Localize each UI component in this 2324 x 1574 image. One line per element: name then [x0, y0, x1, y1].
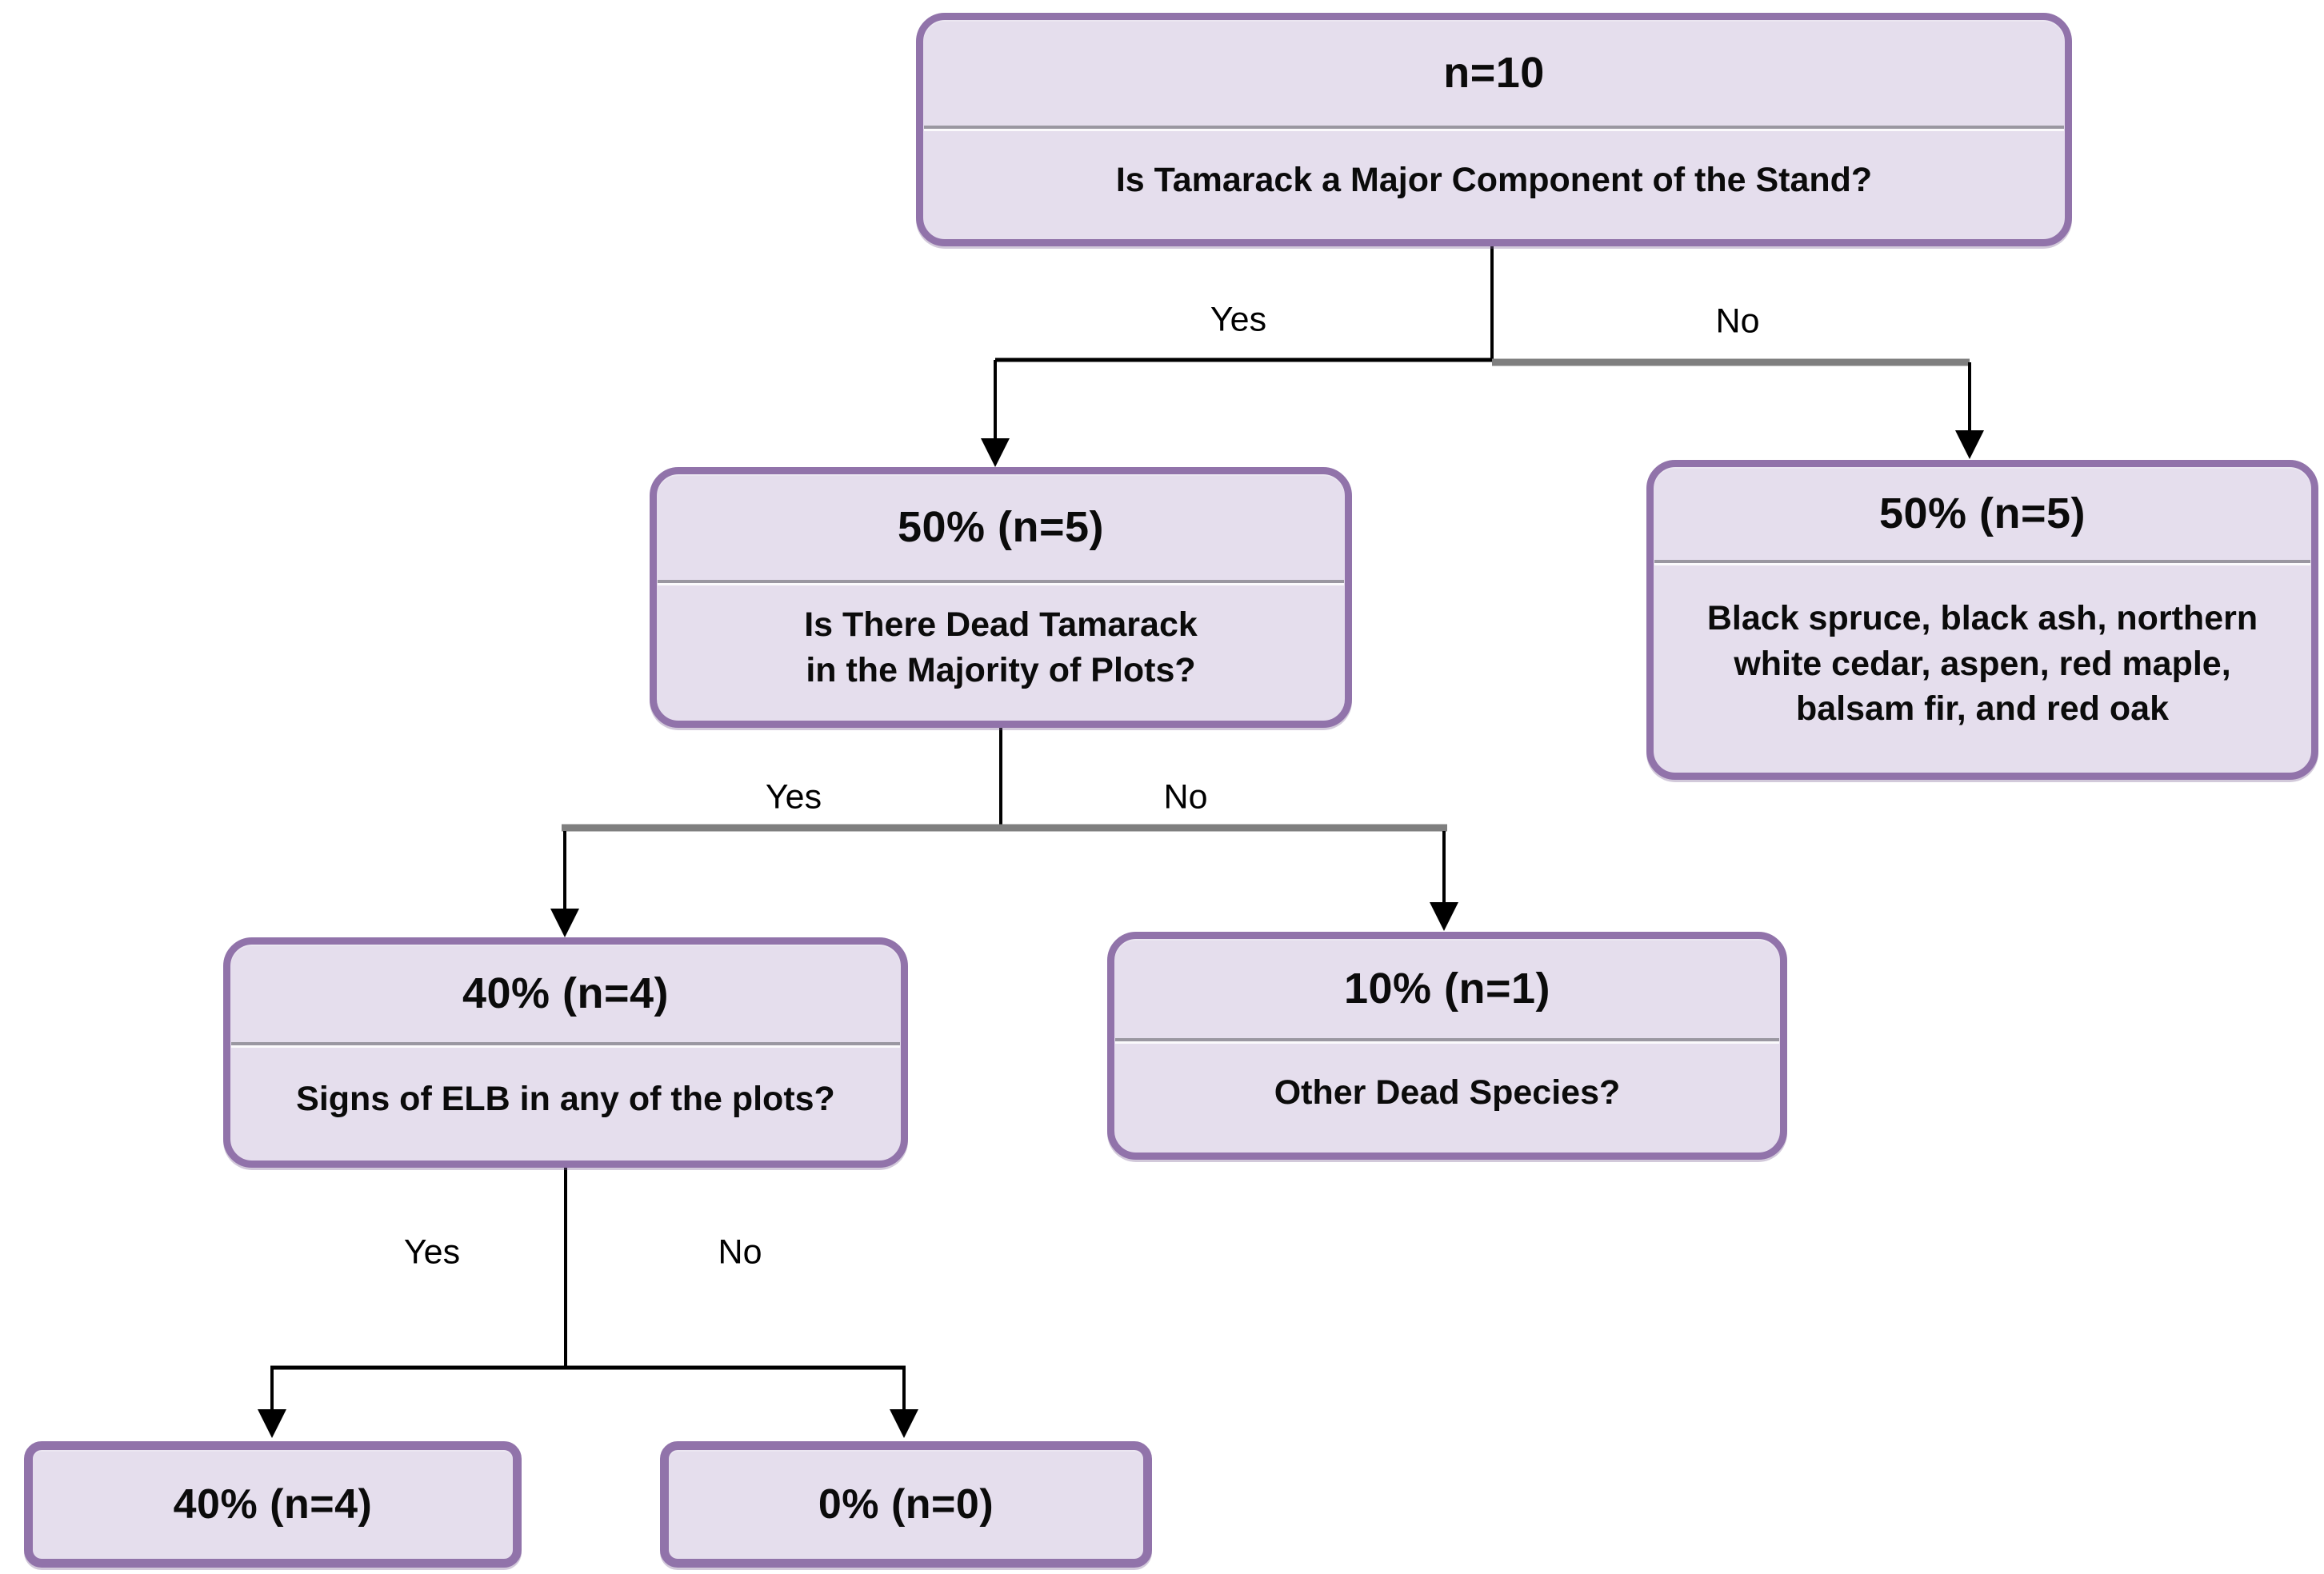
- node-elb-yes-title: 40% (n=4): [173, 1481, 373, 1528]
- node-elb-yes: 40% (n=4): [24, 1441, 522, 1568]
- node-dead-yes-title: 40% (n=4): [462, 969, 670, 1017]
- node-dead-no-divider: [1115, 1038, 1779, 1041]
- arrowhead-l1-yes: [981, 438, 1010, 467]
- node-major-no-divider: [1654, 560, 2310, 563]
- node-dead-yes-divider: [231, 1042, 900, 1045]
- edge-label-l2-no: No: [1163, 777, 1208, 817]
- node-root-question: Is Tamarack a Major Component of the Sta…: [1115, 160, 1873, 199]
- node-root-divider: [924, 126, 2064, 129]
- node-major-no: 50% (n=5) Black spruce, black ash, north…: [1646, 460, 2318, 780]
- edge-label-l3-yes: Yes: [403, 1232, 461, 1272]
- edge-label-l3-no: No: [718, 1232, 762, 1272]
- node-root: n=10 Is Tamarack a Major Component of th…: [916, 13, 2072, 246]
- edge-label-l1-yes: Yes: [1210, 300, 1267, 339]
- node-major-yes-question: Is There Dead Tamarack in the Majority o…: [804, 605, 1198, 689]
- node-major-yes-title: 50% (n=5): [897, 503, 1105, 551]
- node-major-no-species: Black spruce, black ash, northern white …: [1706, 598, 2258, 729]
- node-elb-no: 0% (n=0): [660, 1441, 1152, 1568]
- node-elb-no-title: 0% (n=0): [818, 1481, 994, 1528]
- arrowhead-l3-yes: [258, 1409, 286, 1438]
- node-dead-yes: 40% (n=4) Signs of ELB in any of the plo…: [223, 937, 908, 1168]
- node-major-yes-divider: [658, 580, 1344, 583]
- node-major-yes: 50% (n=5) Is There Dead Tamarack in the …: [650, 467, 1352, 728]
- arrowhead-l2-no: [1430, 902, 1458, 931]
- arrowhead-l1-no: [1955, 430, 1984, 459]
- node-major-no-title: 50% (n=5): [1878, 489, 2086, 537]
- arrowhead-l2-yes: [550, 909, 579, 937]
- node-dead-yes-question: Signs of ELB in any of the plots?: [296, 1079, 835, 1118]
- node-dead-no-title: 10% (n=1): [1343, 965, 1551, 1013]
- edge-label-l1-no: No: [1715, 302, 1760, 341]
- arrowhead-l3-no: [890, 1409, 918, 1438]
- node-dead-no: 10% (n=1) Other Dead Species?: [1107, 932, 1787, 1160]
- node-root-title: n=10: [1443, 49, 1545, 97]
- edge-label-l2-yes: Yes: [765, 777, 822, 817]
- node-dead-no-question: Other Dead Species?: [1274, 1073, 1621, 1113]
